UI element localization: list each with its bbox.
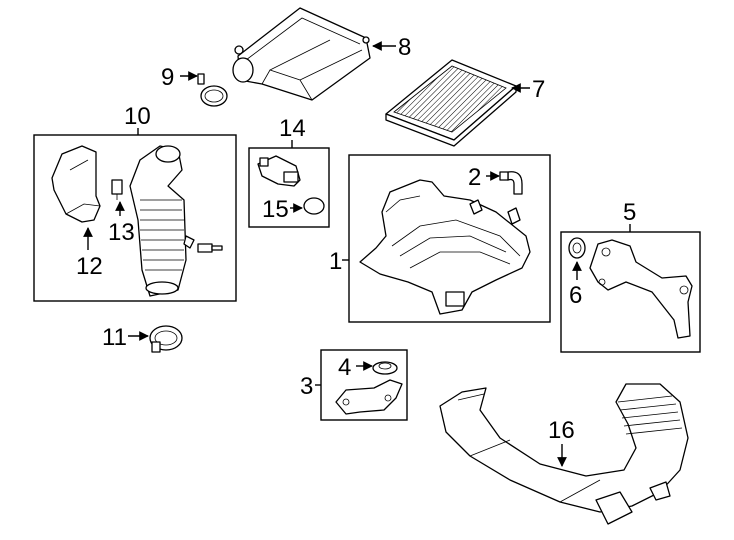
o-ring-15 xyxy=(303,197,325,215)
callout-11: 11 xyxy=(102,324,127,351)
callout-15: 15 xyxy=(262,196,289,223)
callout-2: 2 xyxy=(468,164,481,191)
intake-duct-10 xyxy=(129,145,195,297)
callout-8: 8 xyxy=(398,34,411,61)
bolt-10 xyxy=(197,243,223,253)
hose-clamp-9 xyxy=(197,73,228,107)
callout-16: 16 xyxy=(548,417,575,444)
intake-duct-16 xyxy=(439,383,689,525)
callout-7: 7 xyxy=(532,76,545,103)
mounting-bracket xyxy=(589,239,693,339)
callout-4: 4 xyxy=(338,354,351,381)
air-filter-element xyxy=(385,59,517,147)
air-cleaner-cover xyxy=(232,7,371,101)
callout-5: 5 xyxy=(623,199,636,226)
callout-13: 13 xyxy=(108,219,135,246)
grommet-4 xyxy=(372,361,398,375)
support-bracket-3 xyxy=(335,379,403,415)
hose-clamp-11 xyxy=(149,325,183,353)
group-box-1 xyxy=(348,154,551,323)
callout-3: 3 xyxy=(300,373,313,400)
callout-10: 10 xyxy=(124,103,151,130)
callout-1: 1 xyxy=(329,248,342,275)
group-box-10 xyxy=(33,134,237,302)
callout-6: 6 xyxy=(569,282,582,309)
callout-14: 14 xyxy=(279,115,306,142)
grommet-6 xyxy=(568,237,586,259)
sensor-13 xyxy=(111,179,123,200)
air-cleaner-lower-case xyxy=(359,179,531,315)
callout-12: 12 xyxy=(76,253,103,280)
callout-9: 9 xyxy=(161,64,174,91)
mass-air-flow-sensor xyxy=(257,155,301,187)
vacuum-hose-2 xyxy=(499,171,523,195)
resonator-shroud xyxy=(51,145,101,223)
group-box-14 xyxy=(248,147,330,228)
